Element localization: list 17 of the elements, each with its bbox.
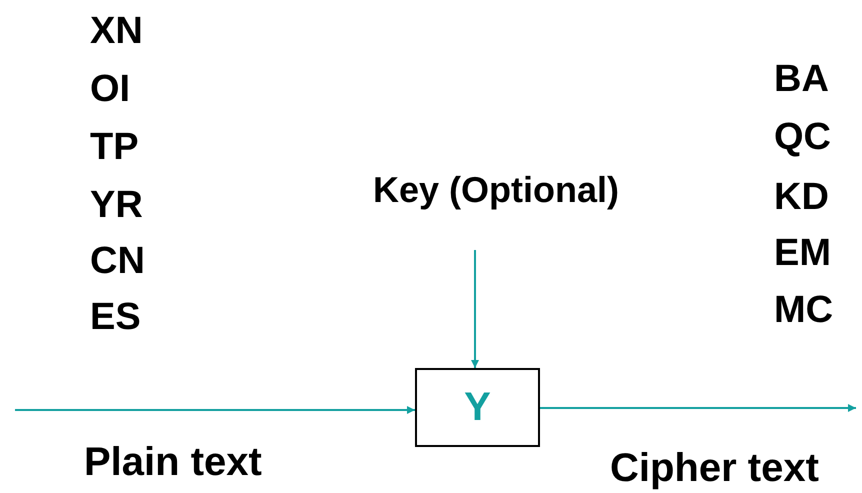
arrow <box>471 250 479 368</box>
letter-pair: ES <box>90 298 141 336</box>
cipher-box: Y <box>415 368 540 447</box>
letter-pair: EM <box>774 234 831 272</box>
letter-pair: CN <box>90 242 145 280</box>
arrow <box>540 404 856 412</box>
letter-pair: QC <box>774 118 831 156</box>
letter-pair: TP <box>90 128 139 166</box>
letter-pair: BA <box>774 60 829 98</box>
letter-pair: XN <box>90 12 143 50</box>
plain-text-label: Plain text <box>84 442 262 482</box>
letter-pair: KD <box>774 178 829 216</box>
arrow <box>15 406 415 414</box>
cipher-text-label: Cipher text <box>610 448 819 488</box>
letter-pair: MC <box>774 291 834 329</box>
letter-pair: OI <box>90 70 130 108</box>
letter-pair: YR <box>90 186 143 224</box>
